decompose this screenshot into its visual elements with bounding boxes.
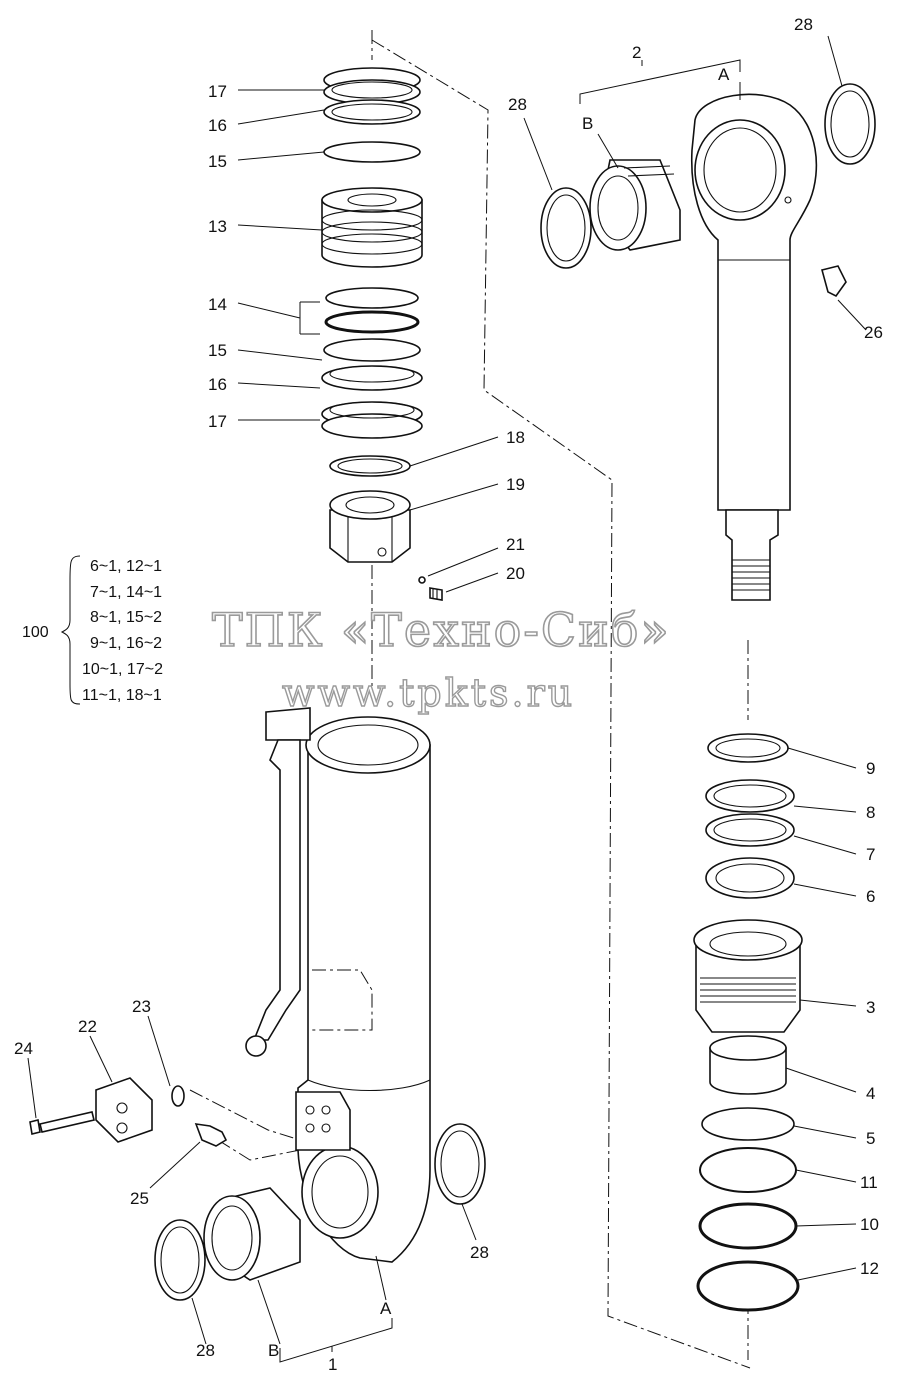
- callout-2: 2: [632, 43, 641, 62]
- seal-28-bottom-left: [154, 1219, 206, 1301]
- callout-16: 16: [208, 375, 227, 394]
- watermark-url: www.tpkts.ru: [282, 671, 575, 715]
- ring-17-top: [323, 67, 421, 105]
- watermark: ТПК «Техно-Сиб» www.tpkts.ru: [211, 602, 671, 716]
- callout-13: 13: [208, 217, 227, 236]
- callout-4: 4: [866, 1084, 875, 1103]
- ring-15-top: [323, 141, 421, 163]
- ring-14a: [325, 287, 419, 309]
- callout-17: 17: [208, 412, 227, 431]
- callout-16: 16: [208, 116, 227, 135]
- valve-block-22: [95, 1077, 153, 1143]
- kit-line: 6~1, 12~1: [90, 558, 162, 575]
- piston-rod-assembly: [540, 83, 876, 601]
- gland-assembly: [693, 733, 803, 1312]
- callout-5: 5: [866, 1129, 875, 1148]
- callout-15: 15: [208, 152, 227, 171]
- nut-19: [329, 490, 411, 563]
- bushing-4: [709, 1035, 787, 1095]
- callout-labels: 17 16 15 13 14 15 16 17 18 19 21 20 2 A …: [14, 15, 883, 1374]
- callout-14: 14: [208, 295, 227, 314]
- piston-assembly: [321, 67, 443, 601]
- callout-6: 6: [866, 887, 875, 906]
- leader-lines: [27, 35, 867, 1363]
- grease-fitting-25: [194, 1123, 228, 1147]
- callout-12: 12: [860, 1259, 879, 1278]
- ring-15-lower: [323, 338, 421, 362]
- ring-8: [705, 779, 795, 813]
- ring-6: [705, 857, 795, 899]
- callout-23: 23: [132, 997, 151, 1016]
- callout-7: 7: [866, 845, 875, 864]
- callout-22: 22: [78, 1017, 97, 1036]
- callout-25: 25: [130, 1189, 149, 1208]
- callout-a: A: [718, 65, 730, 84]
- callout-19: 19: [506, 475, 525, 494]
- callout-28: 28: [508, 95, 527, 114]
- gland-3: [693, 919, 803, 1033]
- ring-14b: [324, 310, 420, 334]
- kit-line: 11~1, 18~1: [82, 687, 162, 704]
- snap-ring-5: [701, 1107, 795, 1141]
- callout-18: 18: [506, 428, 525, 447]
- callout-15: 15: [208, 341, 227, 360]
- set-screw-20: [429, 587, 443, 601]
- piston-13: [321, 187, 423, 268]
- callout-10: 10: [860, 1215, 879, 1234]
- ring-7: [705, 813, 795, 847]
- washer-18: [329, 455, 411, 477]
- callout-26: 26: [864, 323, 883, 342]
- callout-17: 17: [208, 82, 227, 101]
- callout-20: 20: [506, 564, 525, 583]
- callout-a: A: [380, 1299, 392, 1318]
- ring-17-lower: [321, 401, 423, 439]
- callout-b: B: [268, 1341, 279, 1360]
- kit-number: 100: [22, 624, 49, 641]
- callout-21: 21: [506, 535, 525, 554]
- callout-11: 11: [860, 1173, 878, 1192]
- ring-12: [696, 1260, 800, 1312]
- centerlines: [189, 30, 751, 1369]
- bushing-b-top: [589, 159, 681, 251]
- seal-28-mid-right: [434, 1123, 486, 1205]
- ring-16-top: [323, 99, 421, 125]
- bolt-24: [29, 1111, 95, 1135]
- ring-11: [699, 1147, 797, 1193]
- kit-line: 7~1, 14~1: [90, 584, 162, 601]
- callout-28: 28: [196, 1341, 215, 1360]
- callout-1: 1: [328, 1355, 337, 1374]
- grease-fitting-26: [784, 196, 847, 298]
- callout-28: 28: [794, 15, 813, 34]
- callout-24: 24: [14, 1039, 33, 1058]
- callout-9: 9: [866, 759, 875, 778]
- seal-28-top-right: [824, 83, 876, 165]
- seal-28-top-left: [540, 187, 592, 269]
- o-ring-23: [171, 1085, 185, 1107]
- kit-line: 8~1, 15~2: [90, 609, 162, 626]
- callout-b: B: [582, 114, 593, 133]
- watermark-company: ТПК «Техно-Сиб»: [212, 603, 671, 657]
- callout-3: 3: [866, 998, 875, 1017]
- kit-line: 10~1, 17~2: [82, 661, 163, 678]
- ring-16-lower: [321, 365, 423, 391]
- ring-9: [707, 733, 789, 763]
- callout-28: 28: [470, 1243, 489, 1262]
- ball-21: [418, 576, 426, 584]
- callout-8: 8: [866, 803, 875, 822]
- bushing-b-bottom: [203, 1187, 301, 1281]
- kit-line: 9~1, 16~2: [90, 635, 162, 652]
- repair-kit-list: 100 6~1, 12~1 7~1, 14~1 8~1, 15~2 9~1, 1…: [22, 555, 163, 705]
- ring-10: [698, 1202, 798, 1250]
- cylinder-tube: [245, 707, 431, 1263]
